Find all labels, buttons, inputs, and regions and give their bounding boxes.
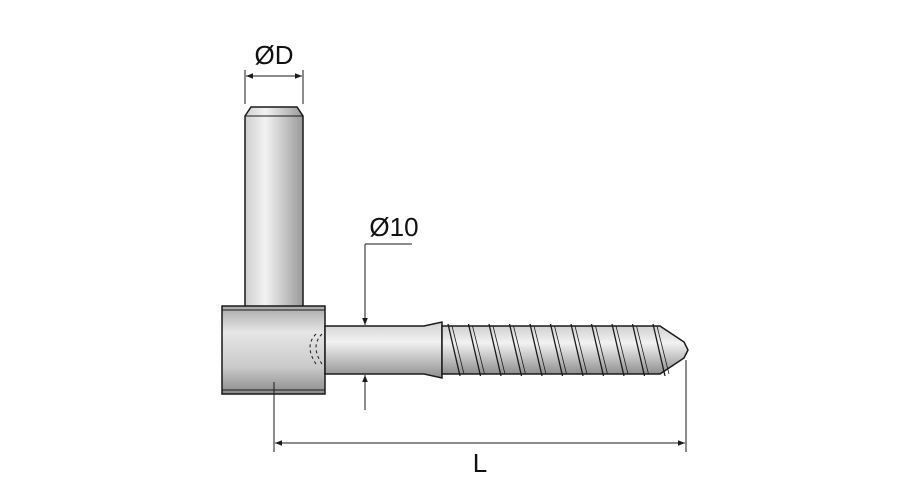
thread-flank	[554, 325, 567, 375]
thread-crest	[652, 323, 666, 377]
screw-thread	[441, 323, 689, 377]
thread-crest	[529, 323, 543, 377]
thread-flank	[533, 325, 547, 375]
thread-flank	[595, 325, 608, 375]
thread-flank	[656, 325, 670, 375]
dimension-shank-diameter: Ø10	[362, 212, 419, 410]
length-label: L	[473, 448, 487, 478]
thread-crest	[447, 323, 461, 377]
thread-flank	[492, 325, 506, 375]
pin-diameter-label: ØD	[255, 40, 294, 70]
thread-flank	[451, 325, 465, 375]
vertical-pin	[244, 106, 304, 308]
dimension-pin-diameter: ØD	[244, 40, 304, 104]
thread-crest	[508, 323, 523, 377]
smooth-shank	[324, 321, 443, 379]
shank-diameter-label: Ø10	[369, 212, 418, 242]
thread-flank	[472, 325, 485, 375]
thread-crest	[467, 323, 482, 377]
thread-flank	[615, 325, 629, 375]
dimension-length: L	[273, 360, 687, 478]
thread-flank	[574, 325, 588, 375]
barrel-collar	[221, 305, 326, 395]
thread-flank	[513, 325, 526, 375]
thread-crest	[611, 323, 625, 377]
thread-crest	[570, 323, 584, 377]
thread-crest	[488, 323, 502, 377]
thread-crest	[590, 323, 605, 377]
thread-crest	[549, 323, 564, 377]
thread-crest	[631, 323, 646, 377]
thread-flank	[636, 325, 649, 375]
